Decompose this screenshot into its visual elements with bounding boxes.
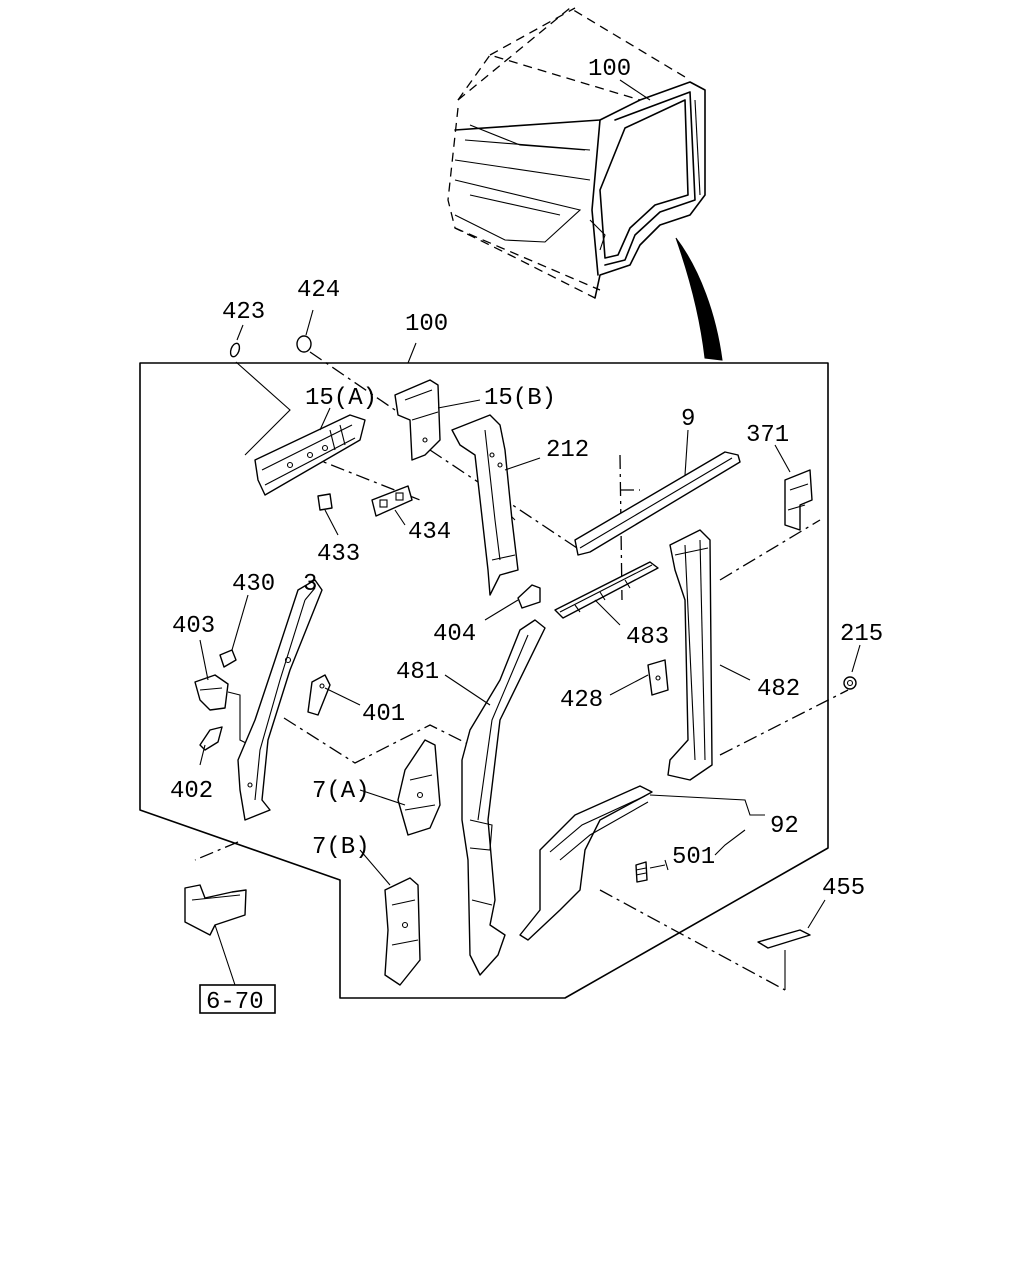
callout-430: 430 — [232, 571, 275, 598]
cab-body-illustration — [447, 7, 706, 299]
reference-6-70-label: 6-70 — [206, 989, 264, 1016]
part-401-plate — [307, 674, 331, 716]
part-424-plug — [296, 335, 312, 353]
callout-404: 404 — [433, 621, 476, 648]
callout-100-frame: 100 — [405, 311, 448, 338]
part-371-bracket — [784, 469, 813, 531]
part-455-label — [757, 929, 811, 949]
callout-403: 403 — [172, 613, 215, 640]
callout-3: 3 — [303, 571, 317, 598]
callout-15b: 15(B) — [484, 385, 556, 412]
part-92-sill — [519, 785, 653, 941]
part-434-plate — [371, 485, 413, 517]
callout-482: 482 — [757, 676, 800, 703]
part-215-clip — [843, 676, 857, 690]
callout-501: 501 — [672, 844, 715, 871]
callout-423: 423 — [222, 299, 265, 326]
callout-424: 424 — [297, 277, 340, 304]
part-7b-hinge — [384, 877, 421, 986]
leader-lines — [199, 79, 861, 986]
callout-455: 455 — [822, 875, 865, 902]
part-430-bolt — [219, 649, 237, 668]
callout-92: 92 — [770, 813, 799, 840]
callout-7a: 7(A) — [312, 778, 370, 805]
part-483-reinforcement — [554, 561, 659, 619]
callout-9: 9 — [681, 406, 695, 433]
callout-428: 428 — [560, 687, 603, 714]
part-402-clip — [199, 726, 223, 751]
part-482-pillar — [667, 529, 713, 781]
callout-7b: 7(B) — [312, 834, 370, 861]
part-403-bracket — [194, 674, 229, 711]
callout-212: 212 — [546, 437, 589, 464]
part-15a-bracket — [254, 414, 366, 496]
part-9-rail — [574, 451, 741, 556]
part-404-clip — [517, 584, 541, 609]
assembly-frame — [139, 362, 829, 999]
part-212-pillar — [451, 414, 519, 596]
reference-6-70[interactable]: 6-70 — [199, 984, 276, 1016]
part-6-70-bracket — [184, 884, 247, 936]
part-7a-hinge — [397, 739, 441, 836]
callout-100-cab: 100 — [588, 56, 631, 83]
part-15b-bracket — [394, 379, 441, 461]
callout-401: 401 — [362, 701, 405, 728]
callout-434: 434 — [408, 519, 451, 546]
part-433-nut — [317, 493, 333, 511]
part-428-plate — [647, 659, 669, 696]
part-423-grommet — [229, 342, 241, 358]
callout-483: 483 — [626, 624, 669, 651]
part-481-pillar — [461, 619, 546, 976]
callout-15a: 15(A) — [305, 385, 377, 412]
part-3-pillar — [237, 579, 323, 821]
callout-402: 402 — [170, 778, 213, 805]
part-501-screw — [635, 861, 648, 883]
callout-481: 481 — [396, 659, 439, 686]
callout-371: 371 — [746, 422, 789, 449]
callout-433: 433 — [317, 541, 360, 568]
callout-215: 215 — [840, 621, 883, 648]
pointer-arrow — [675, 237, 723, 361]
